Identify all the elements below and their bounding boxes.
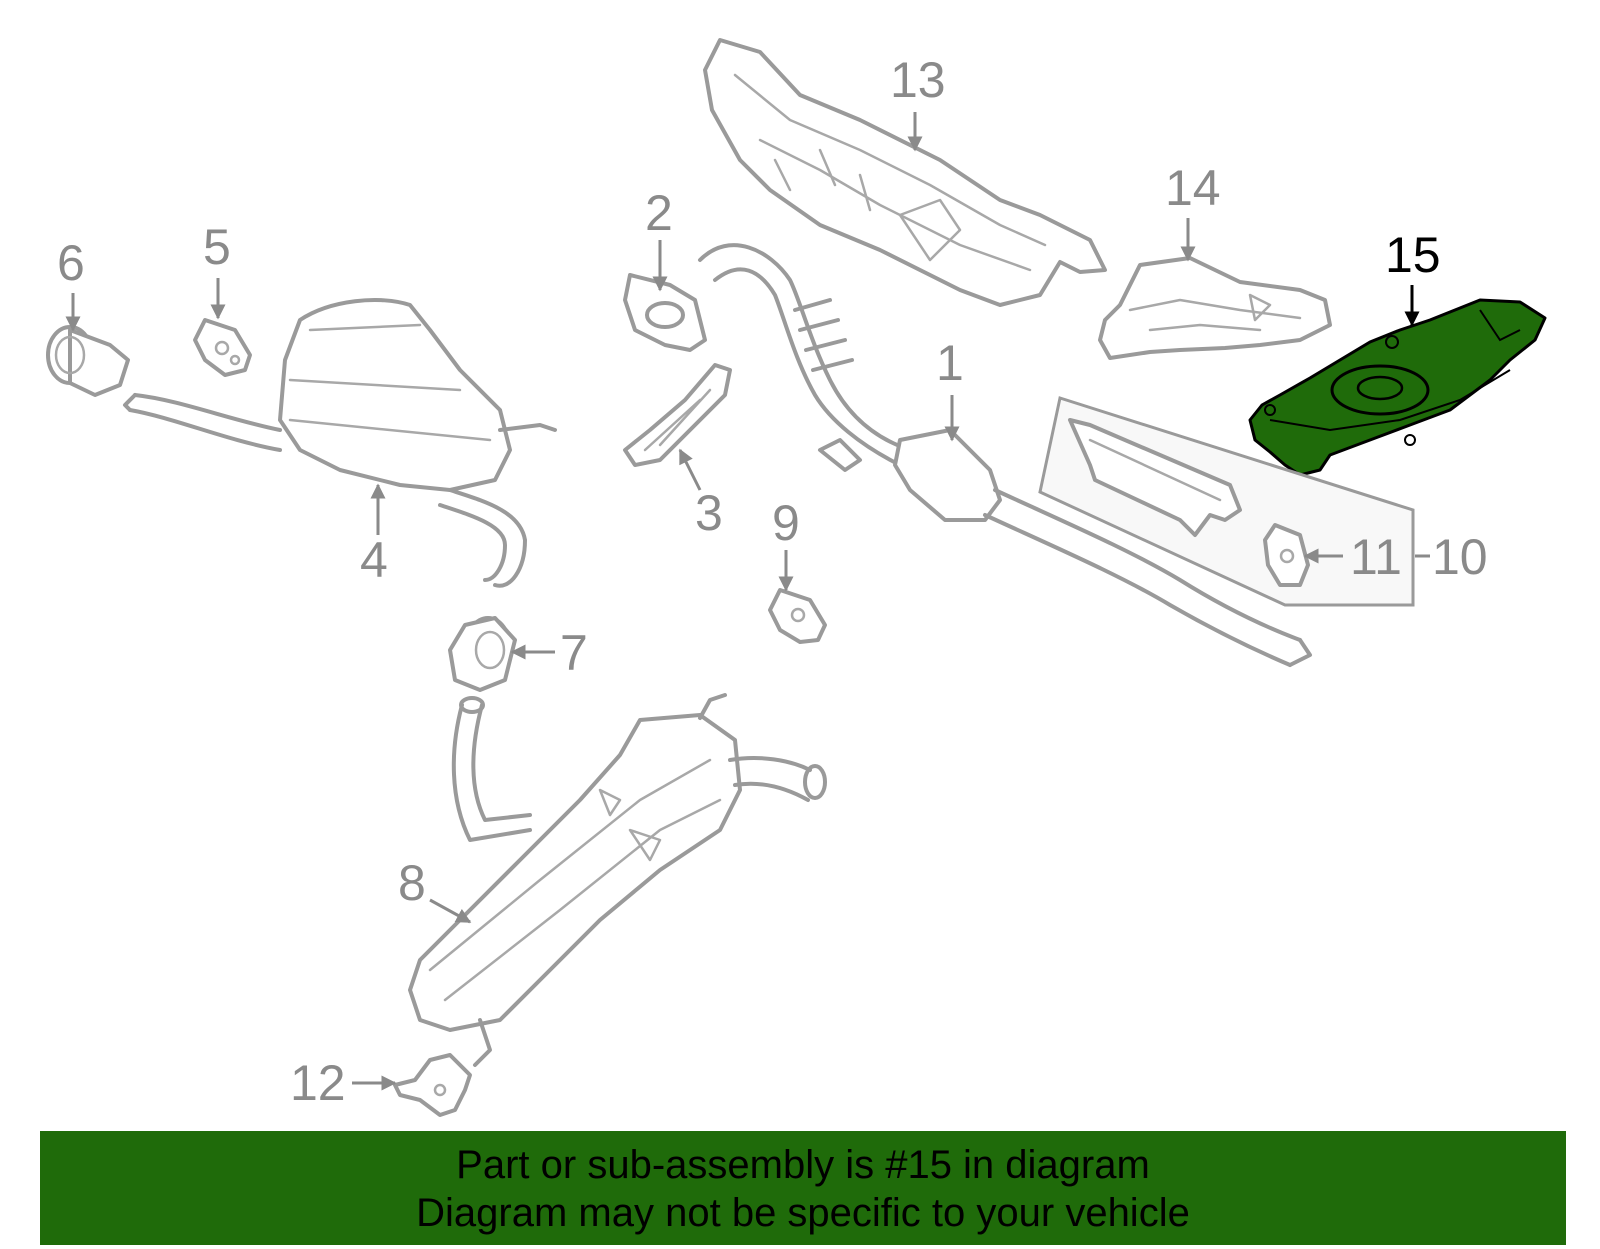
callout-5: 5: [203, 219, 231, 275]
part-13-heat-shield: [703, 38, 1107, 307]
callout-1: 1: [936, 335, 964, 391]
callout-15: 15: [1385, 227, 1441, 283]
callout-11: 11: [1350, 529, 1402, 585]
callout-14: 14: [1165, 160, 1221, 216]
callout-8: 8: [398, 855, 426, 911]
callout-10: 10: [1432, 529, 1488, 585]
leader-lines: [65, 112, 1430, 1091]
callout-9: 9: [772, 495, 800, 551]
part-10-bracket-kit: [1038, 396, 1415, 607]
part-11-hanger: [1263, 523, 1310, 587]
part-1-front-pipe: [698, 243, 1312, 667]
callout-2: 2: [645, 185, 673, 241]
info-banner: Part or sub-assembly is #15 in diagram D…: [40, 1131, 1566, 1245]
callout-4: 4: [360, 532, 388, 588]
part-5-hanger: [193, 318, 252, 377]
part-7-clamp: [448, 616, 517, 692]
callout-6: 6: [57, 235, 85, 291]
part-6-clamp: [46, 325, 130, 397]
callout-3: 3: [695, 485, 723, 541]
part-15-heat-shield-highlighted: [1248, 298, 1547, 477]
callout-7: 7: [560, 625, 588, 681]
part-3-bracket: [623, 363, 732, 467]
part-14-heat-shield: [1098, 256, 1332, 360]
part-9-hanger: [768, 588, 827, 644]
part-4-center-muffler: [123, 298, 557, 588]
banner-line-1: Part or sub-assembly is #15 in diagram: [456, 1143, 1150, 1187]
part-2-gasket: [623, 273, 707, 352]
banner-line-2: Diagram may not be specific to your vehi…: [416, 1191, 1190, 1235]
part-12-bracket: [393, 1053, 472, 1117]
callout-13: 13: [890, 52, 946, 108]
callout-12: 12: [290, 1055, 346, 1111]
part-8-rear-muffler: [408, 693, 827, 1067]
